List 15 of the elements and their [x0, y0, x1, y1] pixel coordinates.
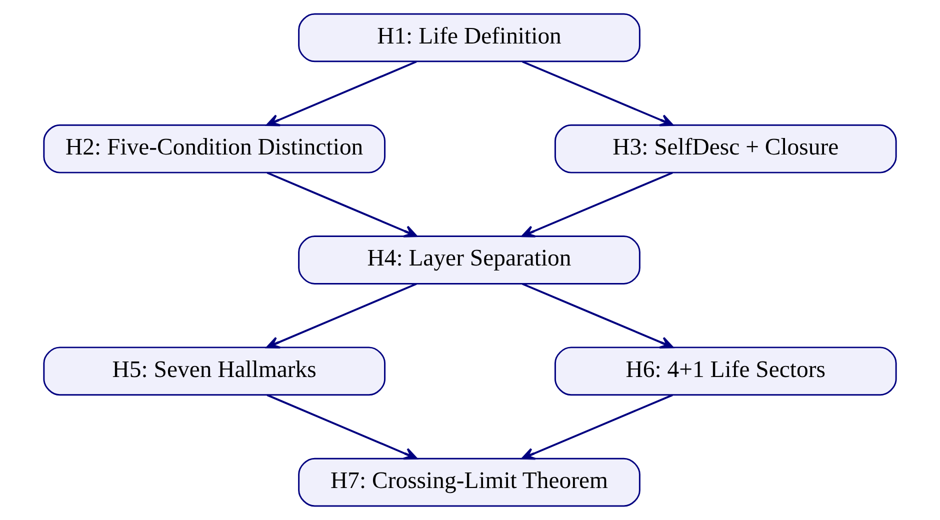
node-box: H6: 4+1 Life Sectors [554, 346, 897, 396]
arrow [521, 172, 673, 238]
arrow [266, 394, 418, 460]
arrow [266, 283, 417, 349]
node-box: H2: Five-Condition Distinction [43, 124, 386, 174]
node-box: H1: Life Definition [298, 13, 640, 62]
arrow [266, 60, 417, 126]
node-box: H5: Seven Hallmarks [43, 346, 386, 396]
node-box: H4: Layer Separation [298, 236, 640, 284]
node-box: H7: Crossing-Limit Theorem [298, 458, 640, 507]
arrow [522, 60, 674, 126]
arrow [521, 394, 673, 460]
node-box: H3: SelfDesc + Closure [554, 124, 897, 174]
arrow [522, 283, 674, 349]
arrow [266, 172, 418, 238]
